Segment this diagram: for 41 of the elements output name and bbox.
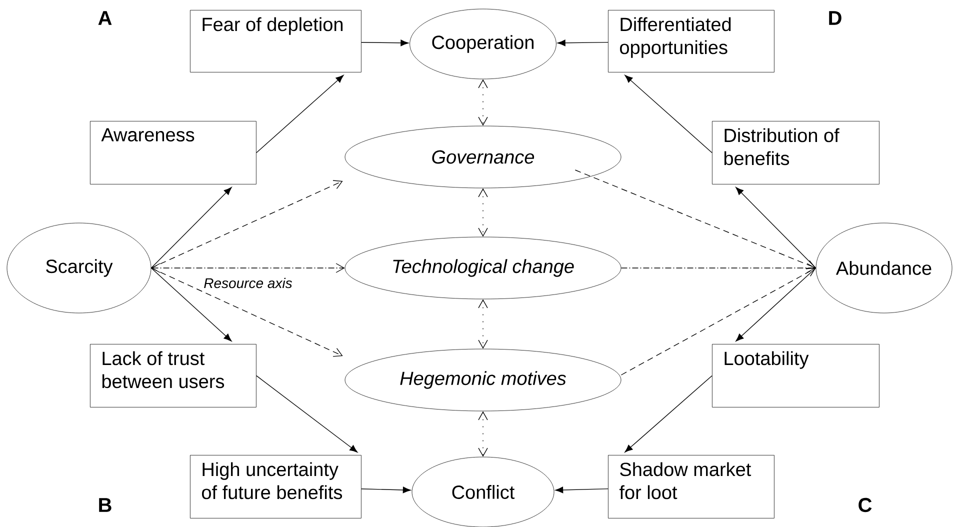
- arrow: [478, 188, 488, 237]
- arrow: [624, 74, 712, 154]
- process-box: High uncertainty of future benefits: [190, 455, 362, 518]
- process-box: Lack of trust between users: [90, 344, 256, 408]
- process-box: Shadow market for loot: [608, 455, 774, 518]
- panel-letter: A: [98, 11, 112, 25]
- arrow: [361, 486, 411, 494]
- arrow: [256, 74, 344, 154]
- arrow: [150, 180, 343, 268]
- arrow: [736, 268, 816, 342]
- edge-label: Resource axis: [204, 278, 292, 288]
- panel-letter: C: [858, 498, 872, 512]
- ellipse-node: Technological change: [344, 236, 622, 300]
- arrow: [150, 268, 232, 342]
- arrow: [478, 411, 488, 457]
- ellipse-node: Cooperation: [410, 8, 556, 80]
- panel-letter: D: [829, 11, 842, 25]
- panel-letter: B: [99, 498, 112, 512]
- arrow: [478, 299, 488, 349]
- process-box: Distribution of benefits: [712, 121, 880, 184]
- process-box: Fear of depletion: [190, 10, 362, 72]
- arrow: [150, 187, 232, 268]
- arrow: [557, 40, 608, 46]
- arrow: [574, 170, 816, 270]
- arrow: [620, 268, 816, 376]
- process-box: Lootability: [712, 344, 880, 408]
- arrow: [624, 375, 712, 452]
- ellipse-node: Hegemonic motives: [344, 348, 622, 412]
- process-box: Awareness: [90, 121, 256, 184]
- arrow: [361, 40, 409, 46]
- arrow: [620, 263, 816, 273]
- arrow: [478, 79, 488, 126]
- arrow: [256, 375, 358, 453]
- arrow: [555, 486, 608, 494]
- ellipse-node: Scarcity: [6, 222, 152, 314]
- arrow: [151, 263, 345, 273]
- arrow: [736, 187, 816, 268]
- arrow: [150, 268, 343, 357]
- process-box: Differentiated opportunities: [608, 10, 774, 72]
- ellipse-node: Governance: [344, 126, 622, 188]
- ellipse-node: Abundance: [816, 222, 952, 314]
